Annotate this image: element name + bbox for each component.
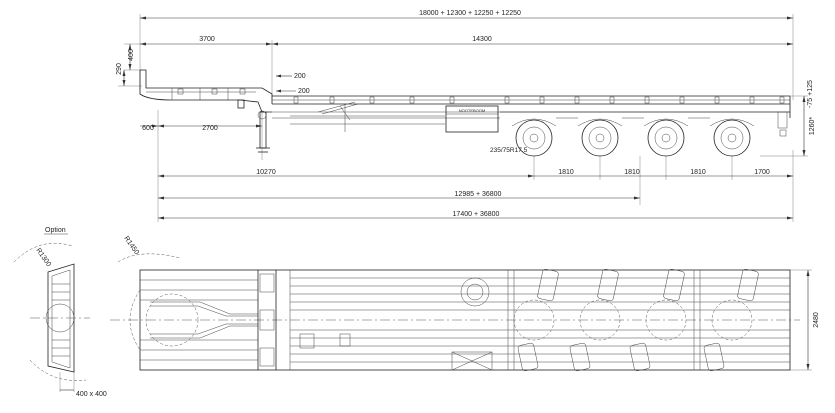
plan-tyres-top: [537, 268, 759, 302]
rear-overhang-label: 1700: [754, 169, 770, 176]
plan-tyres-bottom: [517, 342, 725, 372]
side-axle-3: [643, 118, 689, 157]
brand-plate: NOOTEBOOM: [445, 105, 499, 133]
landing-leg: [256, 110, 270, 153]
plan-view: 2480: [110, 268, 820, 372]
option-detail: Option R1300 R1450 400 x 400: [13, 227, 181, 398]
overall-lengths-label: 18000 + 12300 + 12250 + 12250: [419, 10, 521, 17]
gooseneck-length-label: 3700: [199, 36, 215, 43]
option-title: Option: [45, 227, 66, 234]
neck-height-side-label: 290: [116, 63, 123, 75]
total-length-label: 17400 + 36800: [453, 211, 500, 218]
step-dimensions: 200 200: [276, 73, 310, 95]
option-radius-large-label: R1450: [122, 235, 140, 256]
width-dimension: 2480: [790, 269, 820, 371]
axle-spacing-1-label: 1810: [558, 169, 574, 176]
side-axle-4: [709, 118, 755, 157]
step-1-label: 200: [294, 73, 306, 80]
main-deck: [272, 95, 791, 137]
gooseneck-planks: [140, 279, 258, 361]
deck-height-dimensions: 1260* -75 +125: [760, 80, 816, 157]
front-dimensions: 600 2700: [140, 110, 263, 222]
neck-height-top-label: 400: [128, 49, 135, 61]
kingpin-circle: [145, 293, 199, 347]
option-plate-size-label: 400 x 400: [76, 391, 107, 398]
kingpin-to-leg-label: 2700: [202, 125, 218, 132]
side-view: 18000 + 12300 + 12250 + 12250 3700 14300…: [116, 10, 816, 222]
front-overhang-label: 600: [142, 125, 154, 132]
overall-length-dimension: 18000 + 12300 + 12250 + 12250: [139, 10, 794, 100]
spare-wheel: [460, 277, 490, 307]
option-radius-small-label: R1300: [34, 247, 52, 268]
neck-height-dimensions: 400 290: [116, 43, 142, 87]
step-2-label: 200: [298, 88, 310, 95]
wheelbase-total-label: 12985 + 36800: [455, 191, 502, 198]
width-label: 2480: [813, 312, 820, 328]
deck-height-range-label: -75 +125: [807, 80, 814, 108]
gooseneck-outline: [139, 69, 273, 113]
deck-length-label: 14300: [472, 36, 492, 43]
side-axle-2: [577, 118, 623, 157]
section-length-dimensions: 3700 14300: [140, 36, 793, 100]
kingpin-to-axle-label: 10270: [256, 169, 276, 176]
deck-height-label: 1260*: [809, 117, 816, 136]
tyre-label: 235/75R17.5: [490, 147, 528, 154]
deck-planks: [290, 277, 790, 363]
axle-spacing-2-label: 1810: [624, 169, 640, 176]
tool-box: [451, 351, 493, 371]
axle-dimensions: 10270 1810 1810 1810 1700 12985 + 36800 …: [158, 150, 794, 222]
plan-axles: [513, 299, 753, 341]
axle-spacing-3-label: 1810: [690, 169, 706, 176]
side-wheels: 235/75R17.5: [490, 117, 755, 157]
brand-plate-label: NOOTEBOOM: [459, 108, 485, 113]
